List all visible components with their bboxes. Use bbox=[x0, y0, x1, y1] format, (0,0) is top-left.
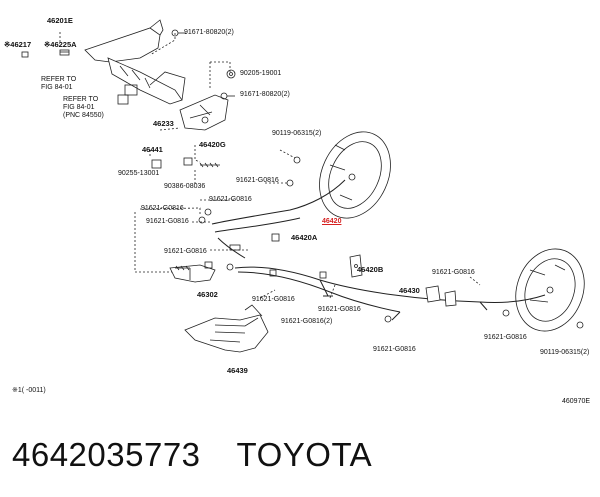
label-91621-d: 91621-G0816 bbox=[146, 218, 189, 225]
label-46420G: 46420G bbox=[199, 140, 226, 149]
footer-part-number: 4642035773 bbox=[12, 436, 201, 473]
label-46225A: ※46225A bbox=[44, 40, 77, 49]
label-90119-b: 90119-06315(2) bbox=[540, 349, 590, 356]
label-91621-f: 91621-G0816 bbox=[432, 269, 475, 276]
label-refer-fig-84-01-pnc: REFER TO FIG 84-01 (PNC 84550) bbox=[63, 96, 104, 119]
lever-bracket bbox=[179, 94, 229, 131]
label-90386: 90386-08036 bbox=[164, 183, 206, 190]
label-91671-a: 91671-80820(2) bbox=[184, 29, 234, 36]
label-46420A: 46420A bbox=[291, 233, 318, 242]
diagram-code: 460970E bbox=[562, 398, 591, 405]
label-46217: ※46217 bbox=[4, 40, 32, 49]
equalizer bbox=[169, 261, 216, 283]
label-46439: 46439 bbox=[227, 366, 248, 375]
label-91621-b: 91621-G0816 bbox=[209, 196, 252, 203]
label-90205: 90205-19001 bbox=[240, 70, 282, 77]
label-46233: 46233 bbox=[153, 119, 174, 128]
parts-diagram bbox=[21, 19, 585, 353]
label-91621-j: 91621-G0816 bbox=[373, 346, 416, 353]
label-90255: 90255-13001 bbox=[118, 170, 160, 177]
footnote: ※1( -0011) bbox=[12, 387, 46, 394]
label-91621-i: 91621-G0816(2) bbox=[281, 318, 333, 325]
label-91621-k: 91621-G0816 bbox=[484, 334, 527, 341]
brake-backing-plate-upper bbox=[319, 131, 391, 219]
label-90119-a: 90119-06315(2) bbox=[272, 130, 322, 137]
label-46420B: 46420B bbox=[357, 265, 384, 274]
label-91621-g: 91621-G0816 bbox=[252, 296, 295, 303]
label-46201E: 46201E bbox=[47, 16, 73, 25]
heat-shield bbox=[184, 304, 269, 353]
label-46441: 46441 bbox=[142, 145, 163, 154]
label-91621-c: 91621-G0816 bbox=[141, 205, 184, 212]
label-91621-h: 91621-G0816 bbox=[318, 306, 361, 313]
label-refer-fig-84-01: REFER TO FIG 84-01 bbox=[41, 76, 77, 91]
brake-cables bbox=[211, 179, 546, 321]
label-91621-e: 91621-G0816 bbox=[164, 248, 207, 255]
label-91671-b: 91671-80820(2) bbox=[240, 91, 290, 98]
small-parts-mid bbox=[151, 157, 220, 271]
footer-brand: TOYOTA bbox=[236, 436, 373, 473]
parking-brake-lever bbox=[84, 19, 186, 105]
footer-title: 4642035773 TOYOTA bbox=[12, 436, 372, 474]
label-46420-highlight[interactable]: 46420 bbox=[322, 218, 342, 225]
brake-backing-plate-lower bbox=[515, 248, 585, 332]
bolts-top bbox=[117, 29, 236, 105]
label-46430: 46430 bbox=[399, 286, 420, 295]
clip-parts bbox=[21, 49, 70, 58]
label-91621-a: 91621-G0816 bbox=[236, 177, 279, 184]
label-46302: 46302 bbox=[197, 290, 218, 299]
cable-clamps bbox=[198, 156, 510, 323]
